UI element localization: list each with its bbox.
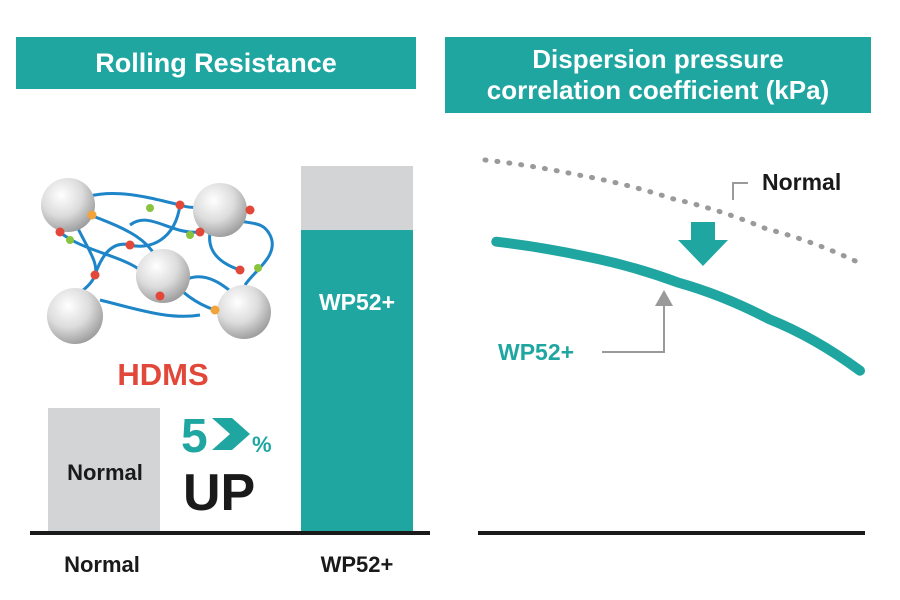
badge-up: UP xyxy=(183,464,255,522)
filler-sphere xyxy=(136,249,190,303)
filler-sphere xyxy=(47,288,103,344)
filler-sphere xyxy=(193,183,247,237)
badge-percent: % xyxy=(252,432,272,457)
up-arrow-icon xyxy=(655,290,673,306)
rolling-resistance-chart: Normal WP52+ Normal WP52+ HDMS 5 % UP xyxy=(30,166,430,577)
hdms-label: HDMS xyxy=(117,357,208,392)
bar-normal xyxy=(48,408,160,531)
badge-number: 5 xyxy=(181,410,208,463)
wp52-callout-line xyxy=(602,300,665,353)
improvement-badge: 5 % UP xyxy=(181,410,272,522)
legend-wp52: WP52+ xyxy=(498,339,574,365)
legend-normal: Normal xyxy=(762,169,841,195)
filler-sphere xyxy=(217,285,271,339)
bar-wp52 xyxy=(301,230,413,531)
crosslink-nodes xyxy=(55,200,262,315)
dispersion-pressure-header: Dispersion pressure correlation coeffici… xyxy=(445,37,871,113)
dispersion-title-line2: correlation coefficient (kPa) xyxy=(486,75,830,105)
dispersion-pressure-chart: Normal WP52+ xyxy=(478,157,865,535)
down-arrow-icon xyxy=(678,222,728,266)
x-tick-wp52: WP52+ xyxy=(321,552,394,577)
bar-wp52-label: WP52+ xyxy=(319,289,395,315)
chevron-right-icon xyxy=(212,418,250,450)
x-tick-normal: Normal xyxy=(64,552,140,577)
hdms-molecule-illustration xyxy=(41,178,274,344)
rolling-resistance-header: Rolling Resistance xyxy=(16,37,416,89)
normal-callout-line xyxy=(732,182,748,200)
series-wp52-line xyxy=(491,236,865,376)
bar-normal-label: Normal xyxy=(67,460,143,485)
dispersion-title-line1: Dispersion pressure xyxy=(532,43,784,74)
series-normal-line xyxy=(482,157,863,266)
rolling-resistance-title: Rolling Resistance xyxy=(95,47,337,78)
filler-sphere xyxy=(41,178,95,232)
